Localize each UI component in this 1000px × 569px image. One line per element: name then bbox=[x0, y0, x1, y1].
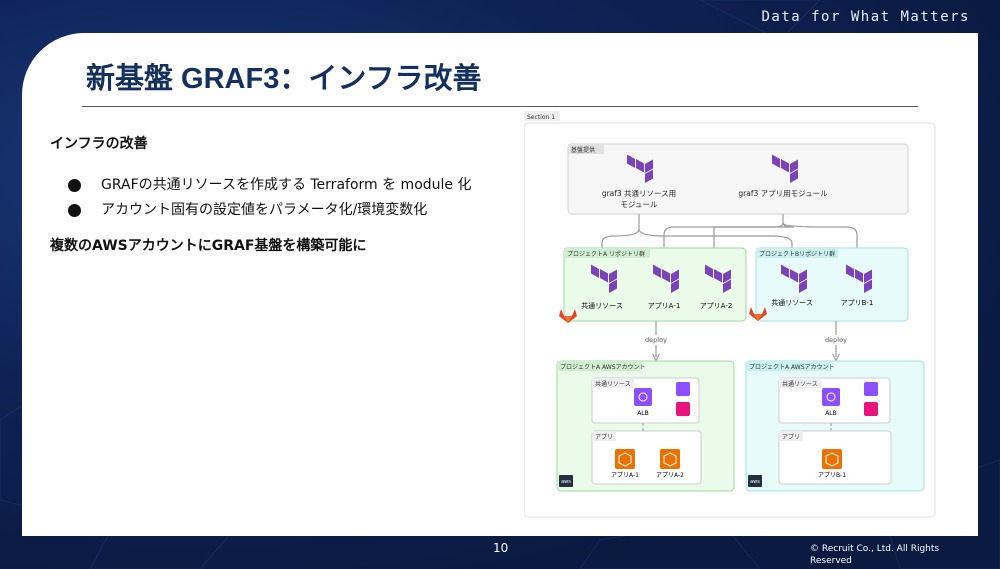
repo-a-item: 共通リソース bbox=[581, 301, 623, 310]
base-group bbox=[567, 143, 909, 215]
repo-a-label: プロジェクトA リポジトリ群 bbox=[567, 250, 645, 258]
section-heading: インフラの改善 bbox=[50, 136, 148, 152]
alb-icon bbox=[822, 388, 840, 406]
bullet-dot-icon bbox=[68, 179, 81, 192]
cognito-icon bbox=[864, 382, 878, 396]
cognito-icon bbox=[676, 382, 690, 396]
shared-module-line2: モジュール bbox=[621, 200, 658, 209]
app-box bbox=[591, 430, 702, 485]
app-module-label: graf3 アプリ用モジュール bbox=[738, 189, 828, 198]
slide-body: インフラの改善 GRAFの共通リソースを作成する Terraform を mod… bbox=[50, 133, 500, 255]
waf-icon bbox=[864, 402, 878, 416]
account-b-label: プロジェクトA AWSアカウント bbox=[749, 363, 835, 371]
alb-icon bbox=[634, 388, 652, 406]
repo-b-tag bbox=[756, 248, 838, 258]
repo-a-tag bbox=[564, 248, 650, 258]
base-group-tag bbox=[568, 144, 604, 154]
aws-logo-icon bbox=[559, 475, 573, 487]
repo-a-group bbox=[563, 247, 747, 322]
aws-label: aws bbox=[750, 479, 760, 485]
copyright-line1: © Recruit Co., Ltd. All Rights bbox=[810, 544, 940, 554]
bullet-list: GRAFの共通リソースを作成する Terraform を module 化 アカ… bbox=[68, 175, 500, 221]
bullet-text: アカウント固有の設定値をパラメータ化/環境変数化 bbox=[101, 202, 428, 218]
slide-title: 新基盤 GRAF3：インフラ改善 bbox=[86, 63, 482, 95]
aws-logo-icon bbox=[748, 475, 762, 487]
repo-b-item: 共通リソース bbox=[771, 298, 813, 307]
alb-label: ALB bbox=[637, 410, 649, 417]
shared-module-line1: graf3 共通リソース用 bbox=[602, 188, 676, 198]
account-a-label: プロジェクトA AWSアカウント bbox=[560, 363, 646, 371]
waf-icon bbox=[676, 402, 690, 416]
bullet-item: GRAFの共通リソースを作成する Terraform を module 化 bbox=[68, 175, 500, 196]
copyright: © Recruit Co., Ltd. All Rights Reserved bbox=[810, 543, 970, 567]
app-label: アプリ bbox=[595, 434, 613, 441]
copyright-line2: Reserved bbox=[810, 556, 852, 566]
app-label: アプリ bbox=[782, 434, 800, 441]
account-a-app: アプリA-2 bbox=[656, 472, 684, 479]
repo-b-group bbox=[755, 247, 909, 322]
base-group-label: 基盤提供 bbox=[571, 146, 595, 154]
bullet-dot-icon bbox=[68, 204, 81, 217]
shared-resources-label: 共通リソース bbox=[782, 380, 818, 388]
account-b-app: アプリB-1 bbox=[818, 472, 846, 479]
bullet-item: アカウント固有の設定値をパラメータ化/環境変数化 bbox=[68, 200, 500, 221]
shared-resources-label: 共通リソース bbox=[595, 380, 631, 388]
deploy-label: deploy bbox=[645, 336, 667, 344]
deploy-label: deploy bbox=[825, 336, 847, 344]
module-arrows bbox=[602, 214, 857, 254]
alb-label: ALB bbox=[825, 410, 837, 417]
bullet-text: GRAFの共通リソースを作成する Terraform を module 化 bbox=[101, 177, 472, 193]
title-divider bbox=[82, 106, 918, 107]
account-a-app: アプリA-1 bbox=[611, 472, 639, 479]
repo-a-item: アプリA-1 bbox=[648, 302, 681, 310]
section-tag bbox=[524, 111, 560, 121]
repo-b-label: プロジェクトBリポジトリ群 bbox=[759, 250, 835, 258]
section-label: Section 1 bbox=[527, 114, 555, 121]
page-number: 10 bbox=[493, 541, 509, 555]
repo-b-item: アプリB-1 bbox=[841, 299, 874, 307]
brand-tagline: Data for What Matters bbox=[761, 9, 970, 25]
architecture-diagram: Section 1 基盤提供 graf3 共通リソース用 モジュール graf3… bbox=[524, 111, 936, 518]
summary-text: 複数のAWSアカウントにGRAF基盤を構築可能に bbox=[50, 238, 367, 254]
repo-a-item: アプリA-2 bbox=[700, 302, 733, 310]
aws-label: aws bbox=[561, 479, 571, 485]
